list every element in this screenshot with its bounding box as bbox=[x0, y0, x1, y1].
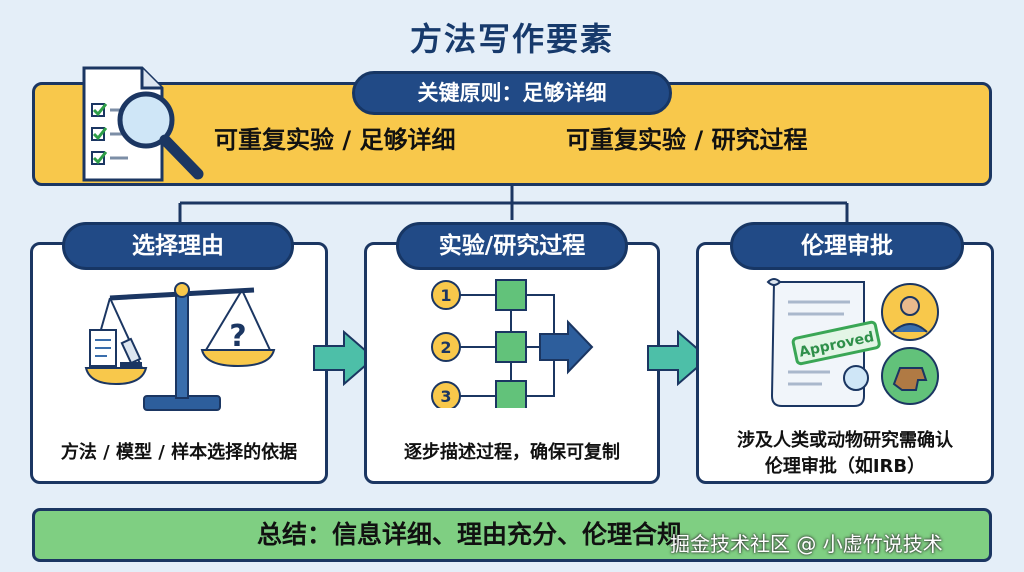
page-title: 方法写作要素 bbox=[409, 20, 614, 58]
svg-text:?: ? bbox=[229, 319, 246, 354]
summary-banner: 总结：信息详细、理由充分、伦理合规 bbox=[32, 508, 992, 562]
card-label-selection-rationale: 选择理由 bbox=[62, 222, 294, 270]
card-label-ethics-approval: 伦理审批 bbox=[730, 222, 964, 270]
watermark: 掘金技术社区 @ 小虚竹说技术 bbox=[670, 532, 943, 556]
card-label-research-process: 实验/研究过程 bbox=[396, 222, 628, 270]
card-caption-research-process: 逐步描述过程，确保可复制 bbox=[404, 442, 620, 463]
step-number-1: 1 bbox=[440, 286, 451, 305]
approval-document-icon: Approved bbox=[766, 278, 939, 407]
card-caption-selection-rationale: 方法 / 模型 / 样本选择的依据 bbox=[60, 442, 298, 463]
key-principle-badge: 关键原则：足够详细 bbox=[352, 71, 672, 115]
step-number-2: 2 bbox=[440, 338, 451, 357]
card-caption-ethics-line-1: 涉及人类或动物研究需确认 bbox=[737, 430, 953, 451]
principle-text-1: 可重复实验 / 足够详细 bbox=[214, 126, 456, 154]
card-selection-rationale bbox=[30, 242, 328, 484]
step-number-3: 3 bbox=[440, 387, 451, 406]
checklist-magnifier-icon bbox=[82, 66, 204, 182]
card-caption-ethics-line-2: 伦理审批（如IRB） bbox=[764, 456, 926, 477]
arrow-right-icon bbox=[313, 330, 376, 386]
arrow-right-icon bbox=[647, 330, 710, 386]
balance-scale-icon: ? bbox=[84, 282, 276, 411]
principle-text-2: 可重复实验 / 研究过程 bbox=[566, 126, 808, 154]
flowchart-icon: 1 2 3 bbox=[431, 279, 594, 408]
